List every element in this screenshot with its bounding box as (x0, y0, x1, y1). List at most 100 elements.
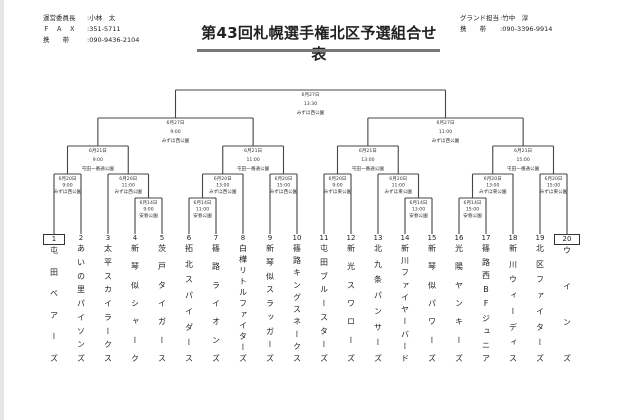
team-number: 7 (213, 234, 219, 242)
team-entry: 12 新光スワローズ (340, 234, 362, 362)
team-number: 6 (186, 234, 192, 242)
match-venue: 屯田一番通公園 (507, 165, 540, 172)
team-name: 新川ウィーディス (508, 244, 518, 362)
info-value: 351-5711 (89, 25, 121, 33)
info-value: 竹中 淳 (502, 14, 529, 22)
team-name: 北区ファイターズ (535, 244, 545, 362)
team-number: 13 (373, 234, 383, 242)
page-edge (0, 0, 4, 420)
match-time: 9:00 (93, 157, 103, 163)
team-name: 光陽ヤンキーズ (454, 244, 464, 362)
organizer-chair: 運営委員長:小林 太 (43, 14, 116, 22)
match-time: 11:00 (196, 207, 209, 213)
info-key: 携 帯 (460, 25, 486, 33)
info-value: 090-3396-9914 (502, 25, 553, 33)
ground-manager-mobile: 携 帯:090-3396-9914 (460, 25, 553, 33)
match-time: 15:00 (517, 157, 530, 163)
team-number: 20 (553, 234, 581, 245)
match-venue: 安春公園 (463, 212, 482, 219)
match-venue: みずほ東公園 (540, 188, 568, 195)
info-value: 小林 太 (89, 14, 116, 22)
team-number: 2 (78, 234, 84, 242)
team-name: 新琴似パワーズ (427, 244, 437, 362)
match-date: 6月20日 (329, 176, 347, 182)
match-date: 6月27日 (437, 120, 455, 126)
team-name: 屯田ベアーズ (49, 246, 59, 362)
team-name: 新光スワローズ (346, 244, 356, 362)
organizer-fax: Ｆ Ａ Ｘ:351-5711 (43, 25, 121, 33)
match-venue: みずほ西公園 (270, 188, 298, 195)
team-name: 北九条パンサーズ (373, 244, 383, 362)
info-key: 携 帯 (43, 36, 69, 44)
match-time: 11:00 (439, 129, 452, 135)
match-venue: みずほ東公園 (324, 188, 352, 195)
match-venue: 安春公園 (409, 212, 428, 219)
team-name: 篠路ライオンズ (211, 244, 221, 362)
info-key: グランド担当 (460, 14, 499, 22)
team-entry: 2 あいの里パイソンズ (70, 234, 92, 362)
ground-manager: グランド担当:竹中 淳 (460, 14, 529, 22)
team-entry: 10 篠路キングスネークス (286, 234, 308, 362)
match-time: 13:00 (486, 183, 499, 189)
match-date: 6月14日 (410, 200, 428, 206)
match-time: 11:00 (122, 183, 135, 189)
team-name: 篠路キングスネークス (292, 244, 302, 362)
match-venue: 安春公園 (193, 212, 212, 219)
match-time: 9:00 (170, 129, 180, 135)
info-key: 運営委員長 (43, 14, 76, 22)
title-underline (197, 49, 440, 52)
match-date: 6月20日 (214, 176, 232, 182)
team-number: 8 (240, 234, 246, 242)
team-name: あいの里パイソンズ (76, 244, 86, 362)
match-date: 6月27日 (167, 120, 185, 126)
match-venue: みずほ西公園 (209, 188, 237, 195)
match-time: 15:00 (277, 183, 290, 189)
match-venue: みずほ西公園 (432, 137, 460, 144)
team-number: 15 (427, 234, 437, 242)
team-name: 新川ファイヤーバード (400, 244, 410, 362)
team-name: 新琴似スラッガーズ (265, 244, 275, 362)
team-name: 茨戸タイガース (157, 244, 167, 362)
team-name: 白樺リトルファイターズ (238, 244, 248, 362)
team-number: 10 (292, 234, 302, 242)
team-number: 12 (346, 234, 356, 242)
team-entry: 8 白樺リトルファイターズ (232, 234, 254, 362)
match-venue: 屯田一番通公園 (82, 165, 115, 172)
match-date: 6月20日 (59, 176, 77, 182)
organizer-info: 運営委員長:小林 太 Ｆ Ａ Ｘ:351-5711 携 帯:090-9436-2… (43, 13, 139, 46)
match-venue: みずほ東公園 (384, 188, 412, 195)
match-time: 11:00 (247, 157, 260, 163)
team-entry: 7 篠路ライオンズ (205, 234, 227, 362)
match-date: 6月21日 (89, 148, 107, 154)
match-date: 6月14日 (464, 200, 482, 206)
team-number: 1 (42, 234, 66, 245)
match-date: 6月21日 (359, 148, 377, 154)
team-number: 4 (132, 234, 138, 242)
team-number: 11 (319, 234, 329, 242)
team-name: 屯田ブルースターズ (319, 244, 329, 362)
match-time: 9:00 (143, 207, 153, 213)
match-venue: みずほ西公園 (162, 137, 190, 144)
match-date: 6月14日 (140, 200, 158, 206)
team-number: 17 (481, 234, 491, 242)
match-date: 6月14日 (194, 200, 212, 206)
team-entry: 15 新琴似パワーズ (421, 234, 443, 362)
team-number: 3 (105, 234, 111, 242)
match-time: 13:30 (304, 101, 317, 107)
match-time: 15:00 (466, 207, 479, 213)
ground-manager-info: グランド担当:竹中 淳 携 帯:090-3396-9914 (460, 13, 552, 35)
team-number: 5 (159, 234, 165, 242)
team-entry: 11 屯田ブルースターズ (313, 234, 335, 362)
team-entry: 13 北九条パンサーズ (367, 234, 389, 362)
match-venue: みずほ東公園 (479, 188, 507, 195)
